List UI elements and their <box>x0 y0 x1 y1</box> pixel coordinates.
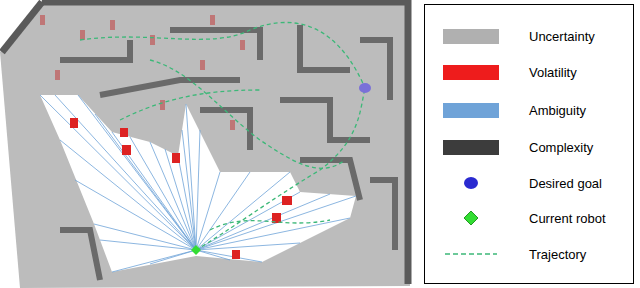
background <box>0 0 412 288</box>
legend-text: Complexity <box>529 140 593 155</box>
lidar-rays <box>40 95 356 272</box>
legend-text: Desired goal <box>529 176 602 191</box>
goal-marker <box>359 83 371 93</box>
legend-swatch <box>443 140 499 155</box>
legend-symbol <box>443 175 499 191</box>
legend-panel: UncertaintyVolatilityAmbiguityComplexity… <box>424 4 634 284</box>
trajectories <box>80 22 365 250</box>
legend-symbol <box>443 246 499 262</box>
maze-scene <box>0 0 412 288</box>
legend-text: Current robot <box>529 211 606 226</box>
maze-floor <box>0 0 410 288</box>
legend-text: Trajectory <box>529 247 586 262</box>
legend-text: Volatility <box>529 65 577 80</box>
legend-symbol <box>443 210 499 226</box>
far-obstacles <box>40 15 245 130</box>
legend-text: Uncertainty <box>529 29 595 44</box>
robot-marker <box>191 245 201 255</box>
legend-swatch <box>443 65 499 80</box>
maze-walls <box>2 2 408 284</box>
visible-region <box>40 95 356 272</box>
legend-text: Ambiguity <box>529 103 586 118</box>
legend-swatch <box>443 103 499 118</box>
legend-swatch <box>443 29 499 44</box>
